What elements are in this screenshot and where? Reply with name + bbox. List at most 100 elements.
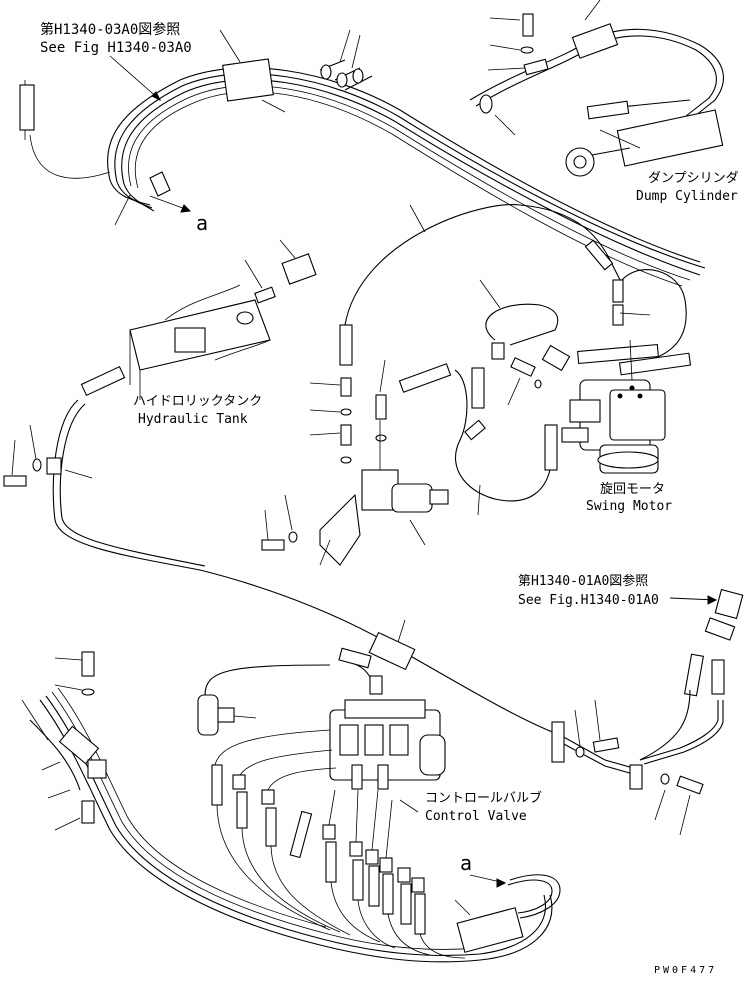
washer-icon: [32, 458, 42, 472]
nut-icon: [397, 867, 411, 883]
clamp-icon: [711, 659, 725, 695]
cylinder-clamp: [571, 23, 619, 59]
bolt-icon: [676, 775, 704, 795]
elbow-fitting: [464, 419, 486, 441]
hose-end-fitting: [544, 424, 558, 471]
hydraulic-tank-jp: ハイドロリックタンク: [133, 394, 262, 409]
dump-cylinder-en: Dump Cylinder: [636, 189, 738, 204]
middle-hose-clamp: [368, 619, 416, 671]
hose-end-fitting: [236, 791, 248, 829]
hose-end-fitting: [289, 810, 313, 859]
clamp-icon: [714, 588, 744, 620]
hose-end-fitting: [368, 865, 380, 907]
solenoid-valve-assembly: [261, 420, 449, 566]
solenoid-coil: [391, 483, 433, 513]
elbow-fitting: [261, 789, 275, 805]
connector-a-top: a: [196, 211, 208, 235]
mounting-bracket: [319, 493, 361, 566]
hose-fitting: [398, 363, 452, 393]
bolt-icon: [3, 475, 27, 487]
sleeve-icon: [81, 800, 95, 824]
bolt-icon: [592, 737, 620, 753]
washer-icon: [520, 46, 534, 54]
hose-clamp-upper: [222, 58, 274, 102]
hose-end-fitting: [414, 893, 426, 935]
hose-end-fitting: [352, 859, 364, 901]
hose-end-fitting: [265, 807, 277, 847]
ref-h1340-03a0-en: See Fig H1340-03A0: [40, 40, 192, 56]
hose-clamp: [58, 725, 100, 765]
connector-a-bottom: a: [460, 851, 472, 875]
adapter-icon: [612, 304, 624, 326]
tank-port: [174, 327, 206, 353]
hydraulic-tank-en: Hydraulic Tank: [138, 412, 248, 427]
washer-icon: [660, 773, 670, 785]
o-ring-icon: [534, 379, 542, 389]
right-clamp-assembly: [551, 588, 744, 836]
hose-fitting: [584, 239, 614, 271]
hose-clamp: [456, 907, 524, 953]
swing-motor-en: Swing Motor: [586, 499, 672, 514]
hose-end-fitting: [339, 324, 353, 366]
clamp-icon: [704, 617, 736, 641]
hose-fitting: [338, 647, 372, 669]
clamp-icon: [46, 457, 62, 475]
clamp-icon: [523, 58, 549, 76]
dump-cylinder-assembly: [469, 0, 724, 177]
adapter-icon: [340, 424, 352, 446]
drawing-number: PW0F477: [654, 965, 717, 976]
elbow-fitting: [232, 774, 246, 790]
swing-motor-lines: [309, 204, 651, 516]
nut-icon: [379, 857, 393, 873]
cylinder-fitting: [586, 100, 630, 120]
hose-end-fitting: [211, 764, 223, 806]
dump-cylinder-jp: ダンプシリンダ: [648, 171, 739, 186]
swing-motor-jp: 旋回モータ: [600, 482, 665, 497]
hose-clamp: [368, 631, 416, 671]
elbow-fitting: [491, 342, 505, 360]
ref-h1340-01a0-en: See Fig.H1340-01A0: [518, 593, 659, 608]
o-ring-icon: [375, 434, 387, 442]
adapter-icon: [281, 253, 317, 285]
dump-cylinder-body: [616, 109, 724, 167]
hose-end-fitting: [382, 873, 394, 915]
hose-end-fitting: [683, 653, 705, 697]
ref-h1340-01a0-jp: 第H1340-01A0図参照: [518, 573, 648, 589]
motor-hose: [577, 343, 659, 365]
o-ring-icon: [340, 456, 352, 464]
bolt-icon: [19, 84, 35, 131]
nut-icon: [322, 824, 336, 840]
elbow-fitting: [612, 279, 624, 303]
clamp-icon: [87, 759, 107, 779]
hose-end-fitting: [325, 841, 337, 883]
hydraulic-tank: [3, 239, 561, 736]
elbow-fitting: [369, 675, 383, 695]
filter-icon: [197, 694, 219, 736]
adapter-icon: [375, 394, 387, 420]
clamp-icon: [551, 721, 565, 763]
bolt-icon: [522, 13, 534, 37]
o-ring-icon: [340, 408, 352, 416]
upper-hose-bundle: [19, 29, 706, 287]
adapter-icon: [510, 357, 536, 377]
hose-fitting: [479, 94, 493, 114]
hose-end-fitting: [471, 367, 485, 409]
washer-icon: [575, 746, 585, 758]
lower-hose-bundle: [21, 651, 561, 963]
clamp-icon: [629, 764, 643, 790]
control-valve-jp: コントロールバルブ: [425, 790, 542, 806]
washer-icon: [81, 688, 95, 696]
swing-motor: [541, 269, 692, 474]
washer-icon: [288, 531, 298, 543]
callout-labels: 第H1340-03A0図参照 See Fig H1340-03A0 ダンプシリン…: [40, 21, 739, 976]
bolt-icon: [81, 651, 95, 677]
nut-icon: [411, 877, 425, 893]
adapter-icon: [254, 286, 276, 304]
motor-fitting: [541, 344, 571, 372]
control-valve-en: Control Valve: [425, 809, 527, 824]
ref-h1340-03a0-jp: 第H1340-03A0図参照: [40, 21, 180, 38]
control-valve: [197, 647, 446, 813]
nut-icon: [349, 841, 363, 857]
